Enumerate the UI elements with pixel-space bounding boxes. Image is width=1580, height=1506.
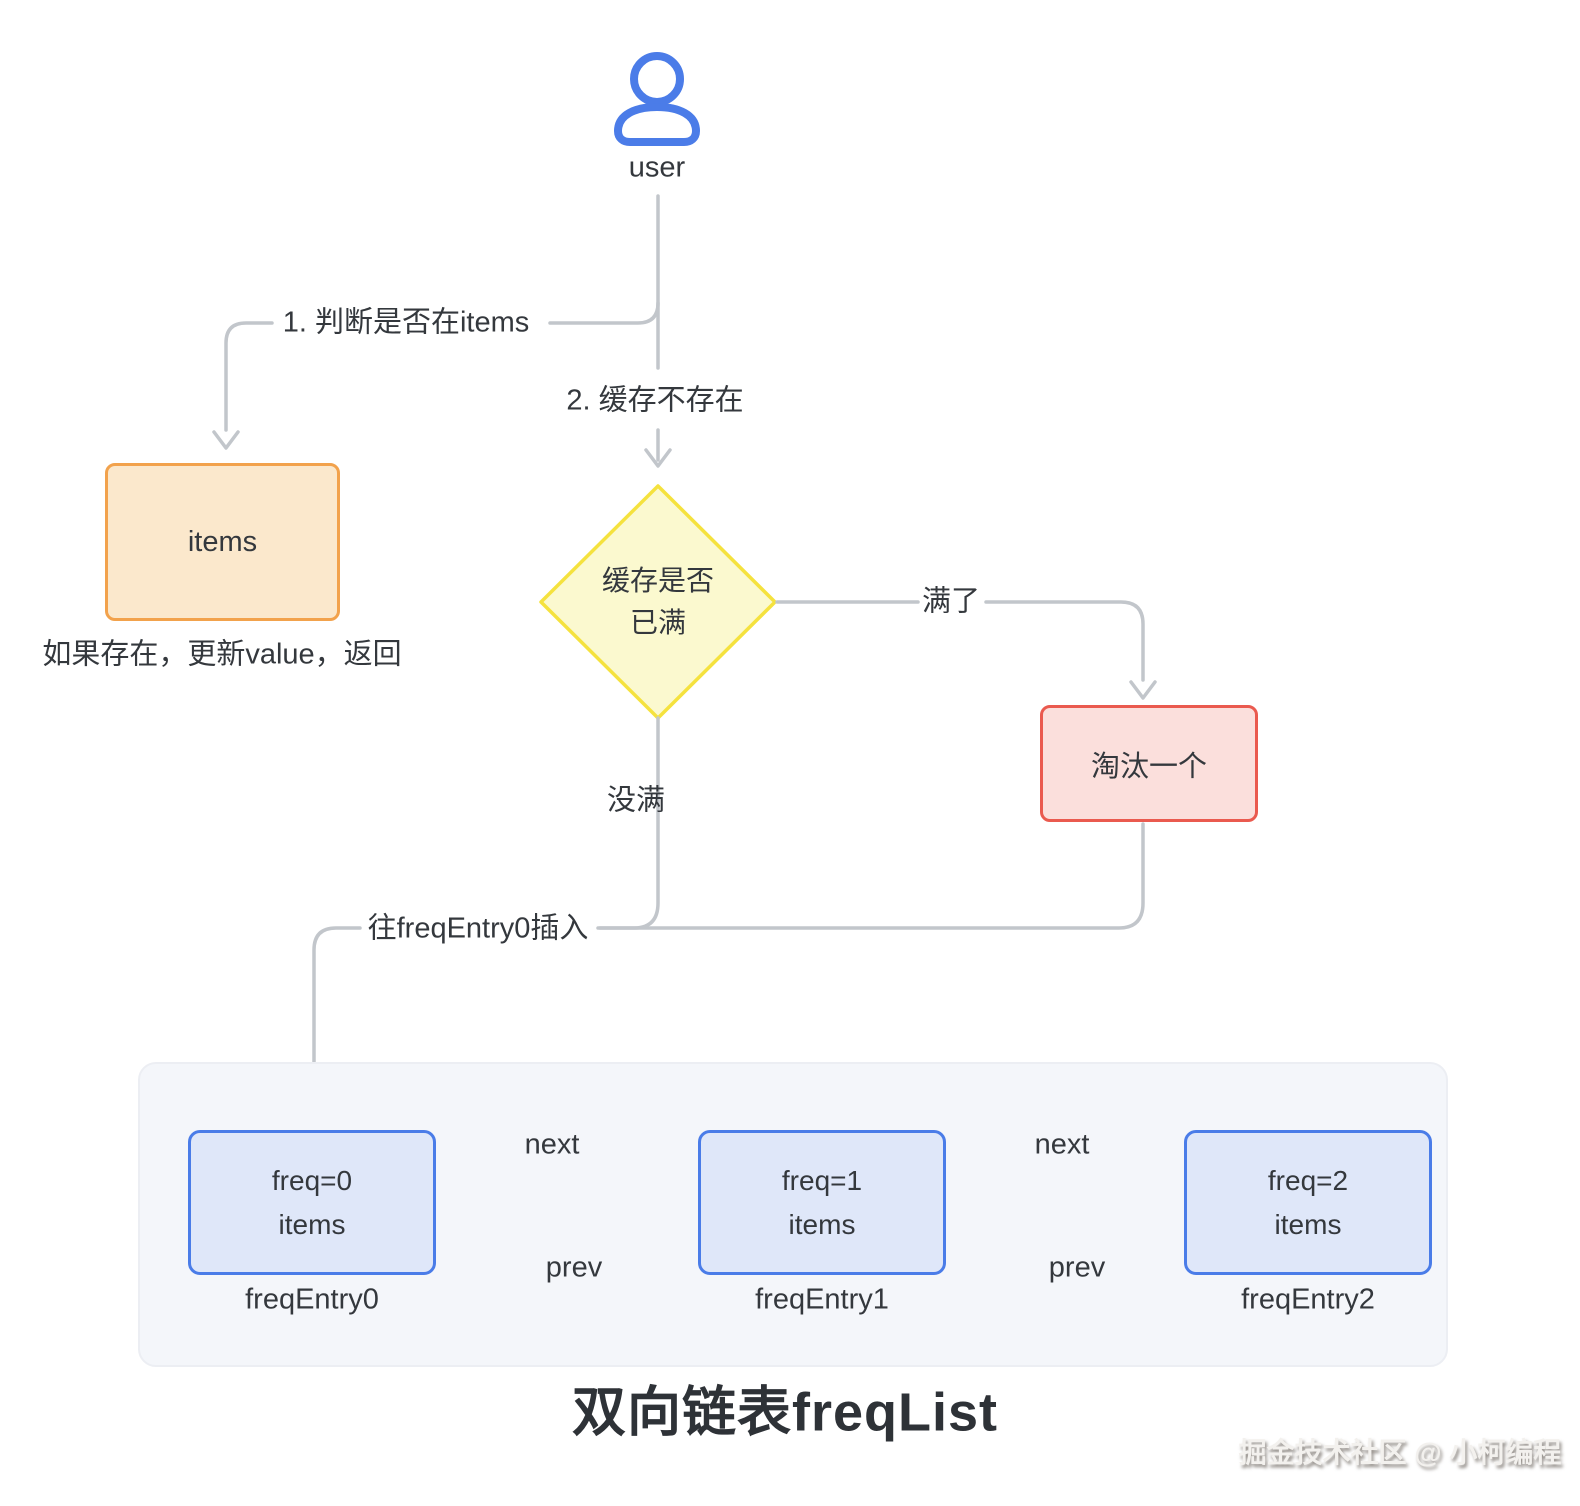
- watermark: 掘金技术社区 @ 小柯编程: [1238, 1437, 1562, 1469]
- edge-label-next-2: next: [1034, 1128, 1090, 1161]
- edge-evict-down: [596, 822, 1145, 930]
- node-decision: 缓存是否 已满: [602, 560, 714, 644]
- user-label: user: [628, 151, 686, 184]
- freq-entry-1-line1: freq=1: [781, 1164, 863, 1196]
- freq-entry-2-line2: items: [1274, 1208, 1342, 1240]
- edge-label-prev-2: prev: [1048, 1251, 1106, 1284]
- freq-entry-0-line2: items: [278, 1208, 346, 1240]
- edge-label-not-full: 没满: [606, 784, 666, 817]
- freq-entry-caption-0: freqEntry0: [245, 1283, 379, 1316]
- edge-label-prev-1: prev: [545, 1251, 603, 1284]
- edge-check-items-right: [548, 301, 660, 325]
- edge-full-right: [984, 600, 1145, 682]
- edge-label-full: 满了: [921, 585, 981, 618]
- node-evict: 淘汰一个: [1040, 705, 1258, 822]
- freq-entry-2-line1: freq=2: [1267, 1164, 1349, 1196]
- arrowhead-to-evict: [1129, 680, 1157, 700]
- edge-label-insert: 往freqEntry0插入: [367, 912, 589, 945]
- freq-entry-1-line2: items: [788, 1208, 856, 1240]
- decision-line2: 已满: [629, 607, 687, 638]
- freq-entry-caption-2: freqEntry2: [1241, 1283, 1375, 1316]
- freqlist-title: 双向链表freqList: [571, 1382, 999, 1443]
- items-label: items: [187, 525, 258, 558]
- edge-check-items-left: [224, 321, 274, 432]
- node-items: items: [105, 463, 340, 621]
- node-freq-entry-2: freq=2 items: [1184, 1130, 1432, 1275]
- freq-entry-caption-1: freqEntry1: [755, 1283, 889, 1316]
- edge-label-check-items: 1. 判断是否在items: [282, 306, 530, 339]
- user-icon: [614, 52, 700, 146]
- edge-label-next-1: next: [524, 1128, 580, 1161]
- edge-insert-down: [312, 926, 362, 1102]
- node-freq-entry-1: freq=1 items: [698, 1130, 946, 1275]
- arrowhead-to-diamond: [644, 448, 672, 468]
- evict-label: 淘汰一个: [1090, 750, 1207, 783]
- node-freq-entry-0: freq=0 items: [188, 1130, 436, 1275]
- freq-entry-0-line1: freq=0: [271, 1164, 353, 1196]
- items-note: 如果存在，更新value，返回: [42, 638, 402, 671]
- edge-label-cache-missing: 2. 缓存不存在: [566, 384, 744, 417]
- arrowhead-to-items: [212, 430, 240, 450]
- decision-line1: 缓存是否: [601, 565, 715, 596]
- edge-not-full-down: [598, 716, 660, 930]
